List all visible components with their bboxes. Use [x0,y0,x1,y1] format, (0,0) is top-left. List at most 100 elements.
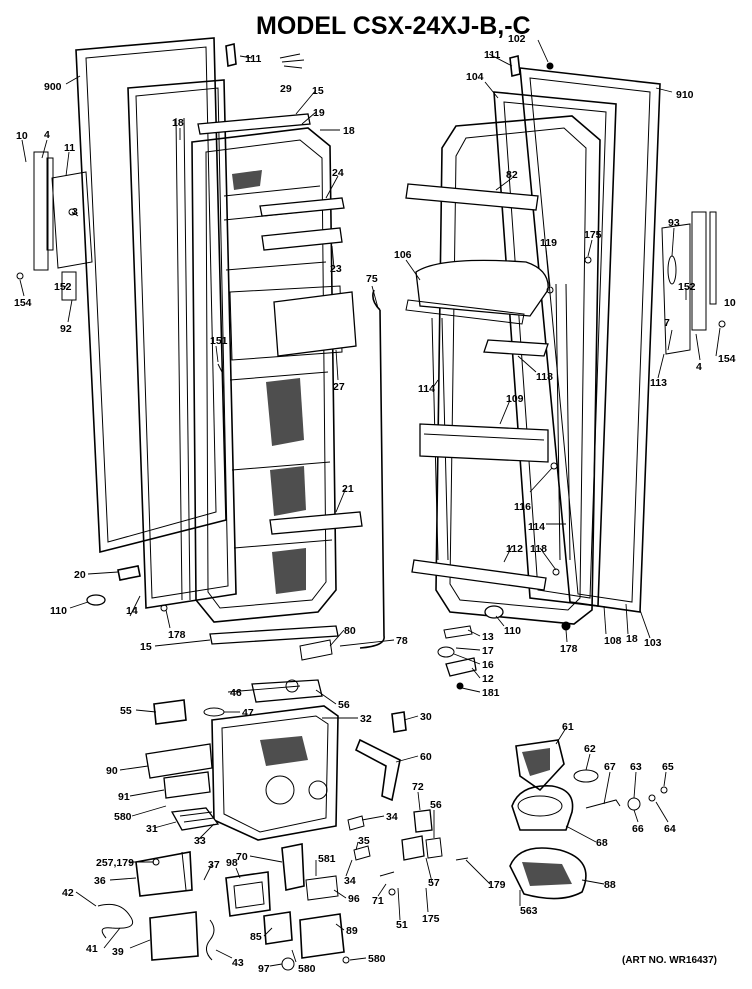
callout-label: 21 [342,483,354,495]
callout-label: 116 [514,501,531,513]
callout-label: 114 [418,383,435,395]
callout-label: 66 [632,823,644,835]
callout-label: 900 [44,81,62,93]
callout-label: 18 [626,633,638,645]
callout-label: 15 [140,641,152,653]
auger-housing [509,847,587,900]
callout-label: 64 [664,823,676,835]
callout-label: 3 [72,206,78,218]
callout-label: 15 [312,85,324,97]
callout-label: 563 [520,905,538,917]
callout-label: 102 [508,33,526,45]
freezer-door-outer-panel [75,37,227,554]
callout-label: 31 [146,823,158,835]
freezer-door-liner [191,127,337,623]
callout-label: 36 [94,875,106,887]
callout-label: 154 [14,297,32,309]
ice-motor [511,785,574,831]
callout-label: 118 [530,543,547,555]
callout-label: 4 [44,129,50,141]
callout-label: 10 [16,130,28,142]
callout-label: 151 [210,335,228,347]
callout-label: 178 [560,643,578,655]
callout-label: 154 [718,353,736,365]
callout-label: 17 [482,645,494,657]
callout-label: 80 [344,625,356,637]
callout-label: 82 [506,169,518,181]
callout-label: 71 [372,895,384,907]
callout-label: 580 [298,963,316,975]
callout-label: 51 [396,919,408,931]
callout-label: 106 [394,249,412,261]
callout-label: 4 [696,361,702,373]
callout-label: 181 [482,687,500,699]
callout-label: 18 [172,117,184,129]
callout-label: 175 [422,913,440,925]
ice-chute [515,739,565,792]
callout-label: 85 [250,931,262,943]
callout-label: 13 [482,631,494,643]
dispenser-mechanism-group [97,679,469,971]
callout-label: 34 [344,875,356,887]
callout-label: 11 [64,142,75,154]
callout-label: 72 [412,781,424,793]
callout-label: 56 [430,799,442,811]
callout-label: 16 [482,659,494,671]
freezer-door-gasket [127,79,237,609]
callout-label: 90 [106,765,118,777]
callout-label: 35 [358,835,370,847]
callout-label: 56 [338,699,350,711]
callout-label: 910 [676,89,694,101]
callout-label: 33 [194,835,206,847]
callout-label: 42 [62,887,74,899]
callout-label: 63 [630,761,642,773]
callout-label: 70 [236,851,248,863]
callout-label: 97 [258,963,270,975]
callout-label: 34 [386,811,398,823]
leader-lines [19,39,721,967]
callout-label: 96 [348,893,360,905]
callout-label: 580 [368,953,386,965]
callout-label: 43 [232,957,244,969]
callout-label: 46 [230,687,242,699]
callout-label: 178 [168,629,186,641]
callout-label: 7 [664,317,670,329]
callout-label: 41 [86,943,98,955]
callout-label: 57 [428,877,440,889]
callout-label: 29 [280,83,292,95]
callout-label: 39 [112,946,124,958]
callout-label: 110 [504,625,521,637]
callout-label: 91 [118,791,130,803]
callout-labels: 102 111 111 29 900 910 104 15 19 18 18 1… [14,33,736,975]
callout-label: 19 [313,107,325,119]
callout-label: 98 [226,857,238,869]
callout-label: 581 [318,853,336,865]
callout-label: 103 [644,637,662,649]
callout-label: 114 [528,521,545,533]
callout-label: 580 [114,811,132,823]
callout-label: 75 [366,273,378,285]
freezer-door-group [16,37,363,645]
fresh-food-door-outer-panel [519,67,661,613]
callout-label: 62 [584,743,596,755]
callout-label: 37 [208,859,220,871]
callout-label: 12 [482,673,494,685]
callout-label: 112 [506,543,523,555]
dispenser-cover [273,291,357,357]
callout-label: 60 [420,751,432,763]
callout-label: 18 [343,125,355,137]
ice-components-group [509,739,668,900]
callout-label: 30 [420,711,432,723]
callout-label: 104 [466,71,484,83]
callout-label: 113 [650,377,667,389]
callout-label: 67 [604,761,616,773]
callout-label: 14 [126,605,138,617]
callout-label: 23 [330,263,342,275]
callout-label: 20 [74,569,86,581]
callout-label: 55 [120,705,132,717]
callout-label: 61 [562,721,574,733]
callout-label: 175 [584,229,602,241]
callout-label: 257,179 [96,857,134,869]
callout-label: 111 [245,53,262,65]
